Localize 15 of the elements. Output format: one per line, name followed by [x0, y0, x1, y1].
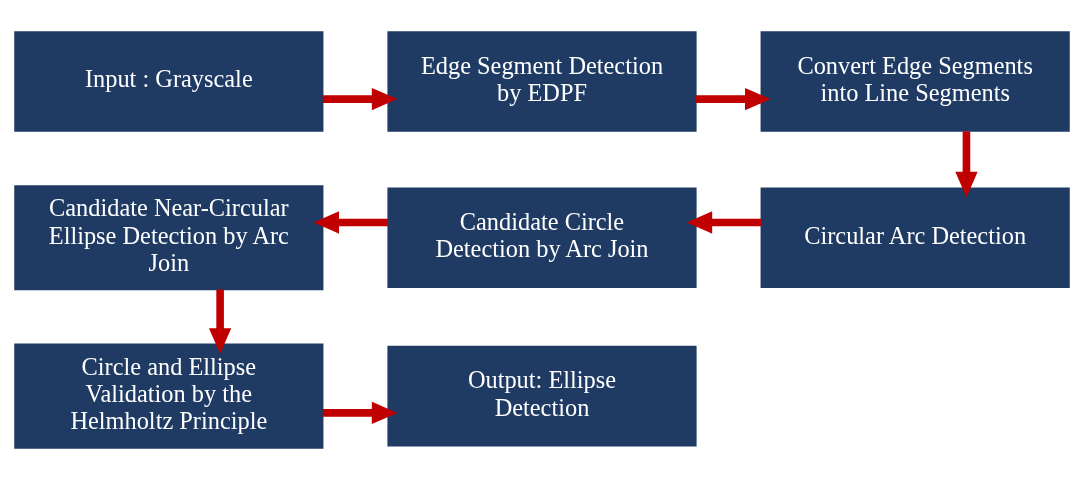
arrow: [313, 211, 389, 234]
arrow: [695, 87, 771, 111]
arrow: [322, 87, 398, 111]
node-box: Circular Arc Detection: [760, 187, 1070, 288]
arrow: [322, 401, 398, 425]
node-box: Input : Grayscale: [14, 31, 324, 132]
node-box: Candidate Near-Circular Ellipse Detection by Arc Join: [14, 185, 324, 291]
node-box: Edge Segment Detection by EDPF: [387, 31, 697, 132]
node-box: Circle and Ellipse Validation by the Helmholtz Principle: [14, 343, 324, 449]
node-box: Convert Edge Segments into Line Segments: [760, 31, 1070, 132]
arrow: [686, 211, 762, 234]
node-box: Candidate Circle Detection by Arc Join: [387, 187, 697, 288]
arrow: [955, 131, 978, 198]
node-box: Output: Ellipse Detection: [387, 345, 697, 447]
arrow: [208, 289, 232, 354]
